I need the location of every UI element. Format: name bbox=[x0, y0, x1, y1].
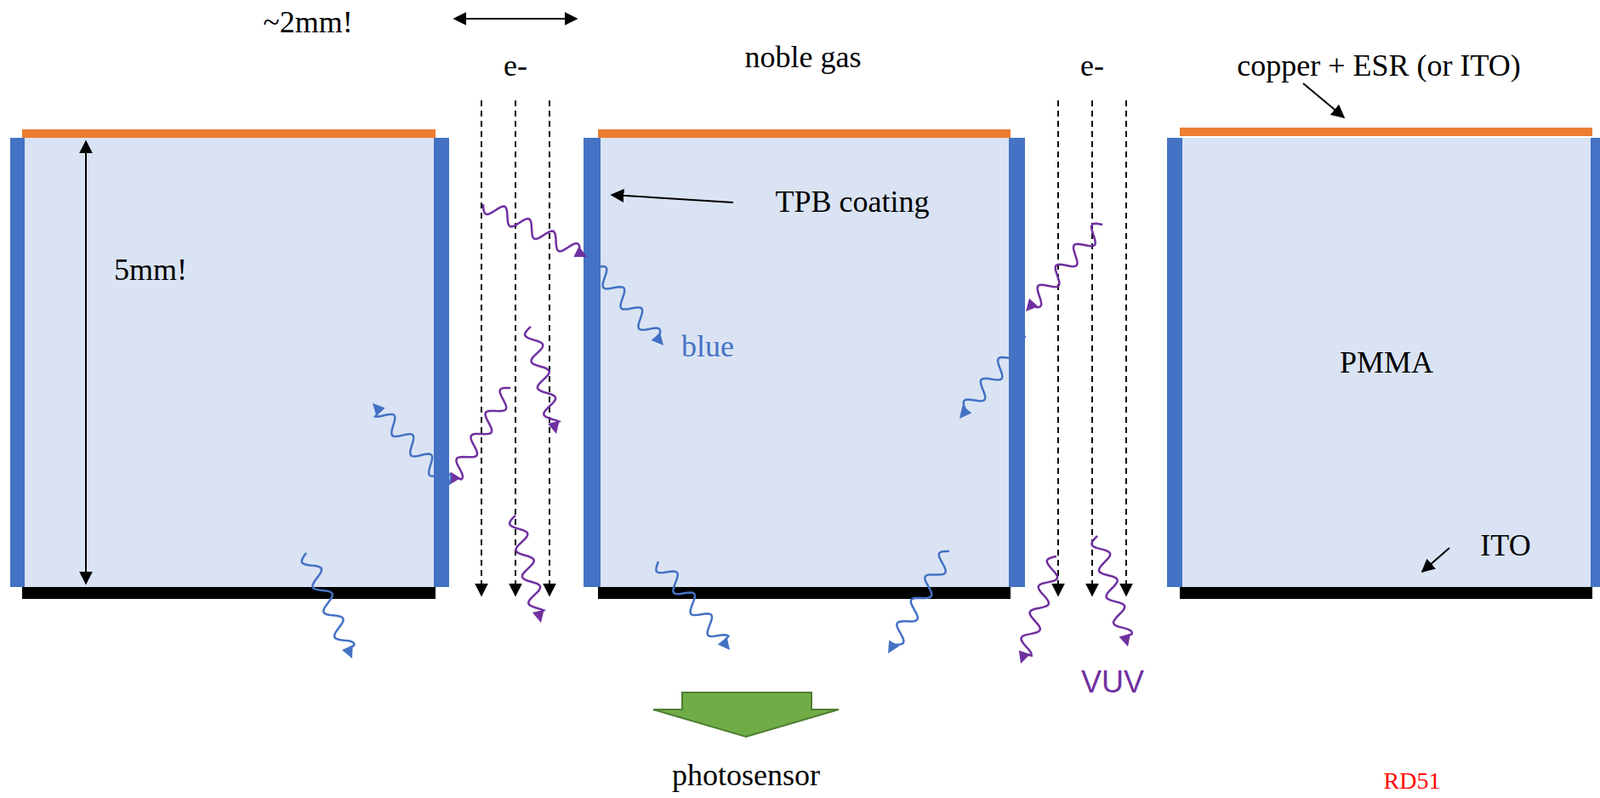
block-label: PMMA bbox=[1339, 344, 1434, 381]
pmma-block bbox=[10, 129, 450, 599]
photon-arrowhead bbox=[547, 421, 560, 434]
pmma-block bbox=[583, 129, 1025, 599]
gas-label: noble gas bbox=[745, 40, 862, 75]
pmma-block-box: PMMA bbox=[1182, 137, 1591, 587]
dimension-label: 5mm! bbox=[113, 253, 188, 288]
photon-wave bbox=[1032, 223, 1103, 308]
photon-arrowhead bbox=[1119, 633, 1131, 647]
photon-wave bbox=[483, 204, 580, 253]
sensor-label: photosensor bbox=[671, 758, 820, 793]
layer-label: ITO bbox=[1480, 529, 1531, 564]
watermark: RD51 bbox=[1383, 768, 1441, 795]
photon-arrowhead bbox=[573, 245, 587, 257]
photon-wave bbox=[893, 551, 950, 645]
photon-wave bbox=[1021, 556, 1058, 656]
photosensor-arrow bbox=[653, 692, 839, 737]
layer-label: copper + ESR (or ITO) bbox=[1236, 49, 1521, 84]
photon-wave bbox=[524, 326, 559, 424]
photon-arrowhead bbox=[888, 639, 900, 654]
leader-line bbox=[1303, 83, 1344, 118]
electron-label: e- bbox=[503, 49, 528, 84]
photon-arrowhead bbox=[532, 609, 545, 623]
photon-arrowhead bbox=[959, 405, 972, 419]
dimension-label: ~2mm! bbox=[262, 5, 353, 40]
light-label: blue bbox=[681, 330, 735, 365]
pmma-block bbox=[1167, 127, 1600, 599]
photon-arrowhead bbox=[717, 637, 730, 650]
photon-wave bbox=[1092, 535, 1133, 637]
photon-arrowhead bbox=[341, 644, 354, 659]
photon-wave bbox=[655, 561, 729, 643]
photon-arrowhead bbox=[372, 403, 386, 416]
photon-wave bbox=[301, 552, 355, 650]
electron-label: e- bbox=[1080, 49, 1105, 84]
photon-wave bbox=[509, 515, 544, 613]
leader-line bbox=[1422, 547, 1450, 572]
photon-wave bbox=[375, 410, 451, 485]
photon-arrowhead bbox=[1025, 298, 1039, 312]
photon-wave bbox=[963, 335, 1026, 411]
electron-track bbox=[481, 100, 1127, 596]
photon-wave bbox=[585, 256, 661, 338]
dimension-arrow bbox=[454, 17, 577, 20]
photon-group bbox=[301, 204, 1133, 664]
leader-line bbox=[611, 194, 734, 203]
light-label: VUV bbox=[1081, 665, 1145, 700]
coating-label: TPB coating bbox=[775, 185, 930, 220]
photon-arrowhead bbox=[1019, 650, 1031, 664]
photon-arrowhead bbox=[651, 332, 664, 346]
photon-wave bbox=[454, 387, 511, 480]
dimension-arrow bbox=[85, 141, 87, 584]
